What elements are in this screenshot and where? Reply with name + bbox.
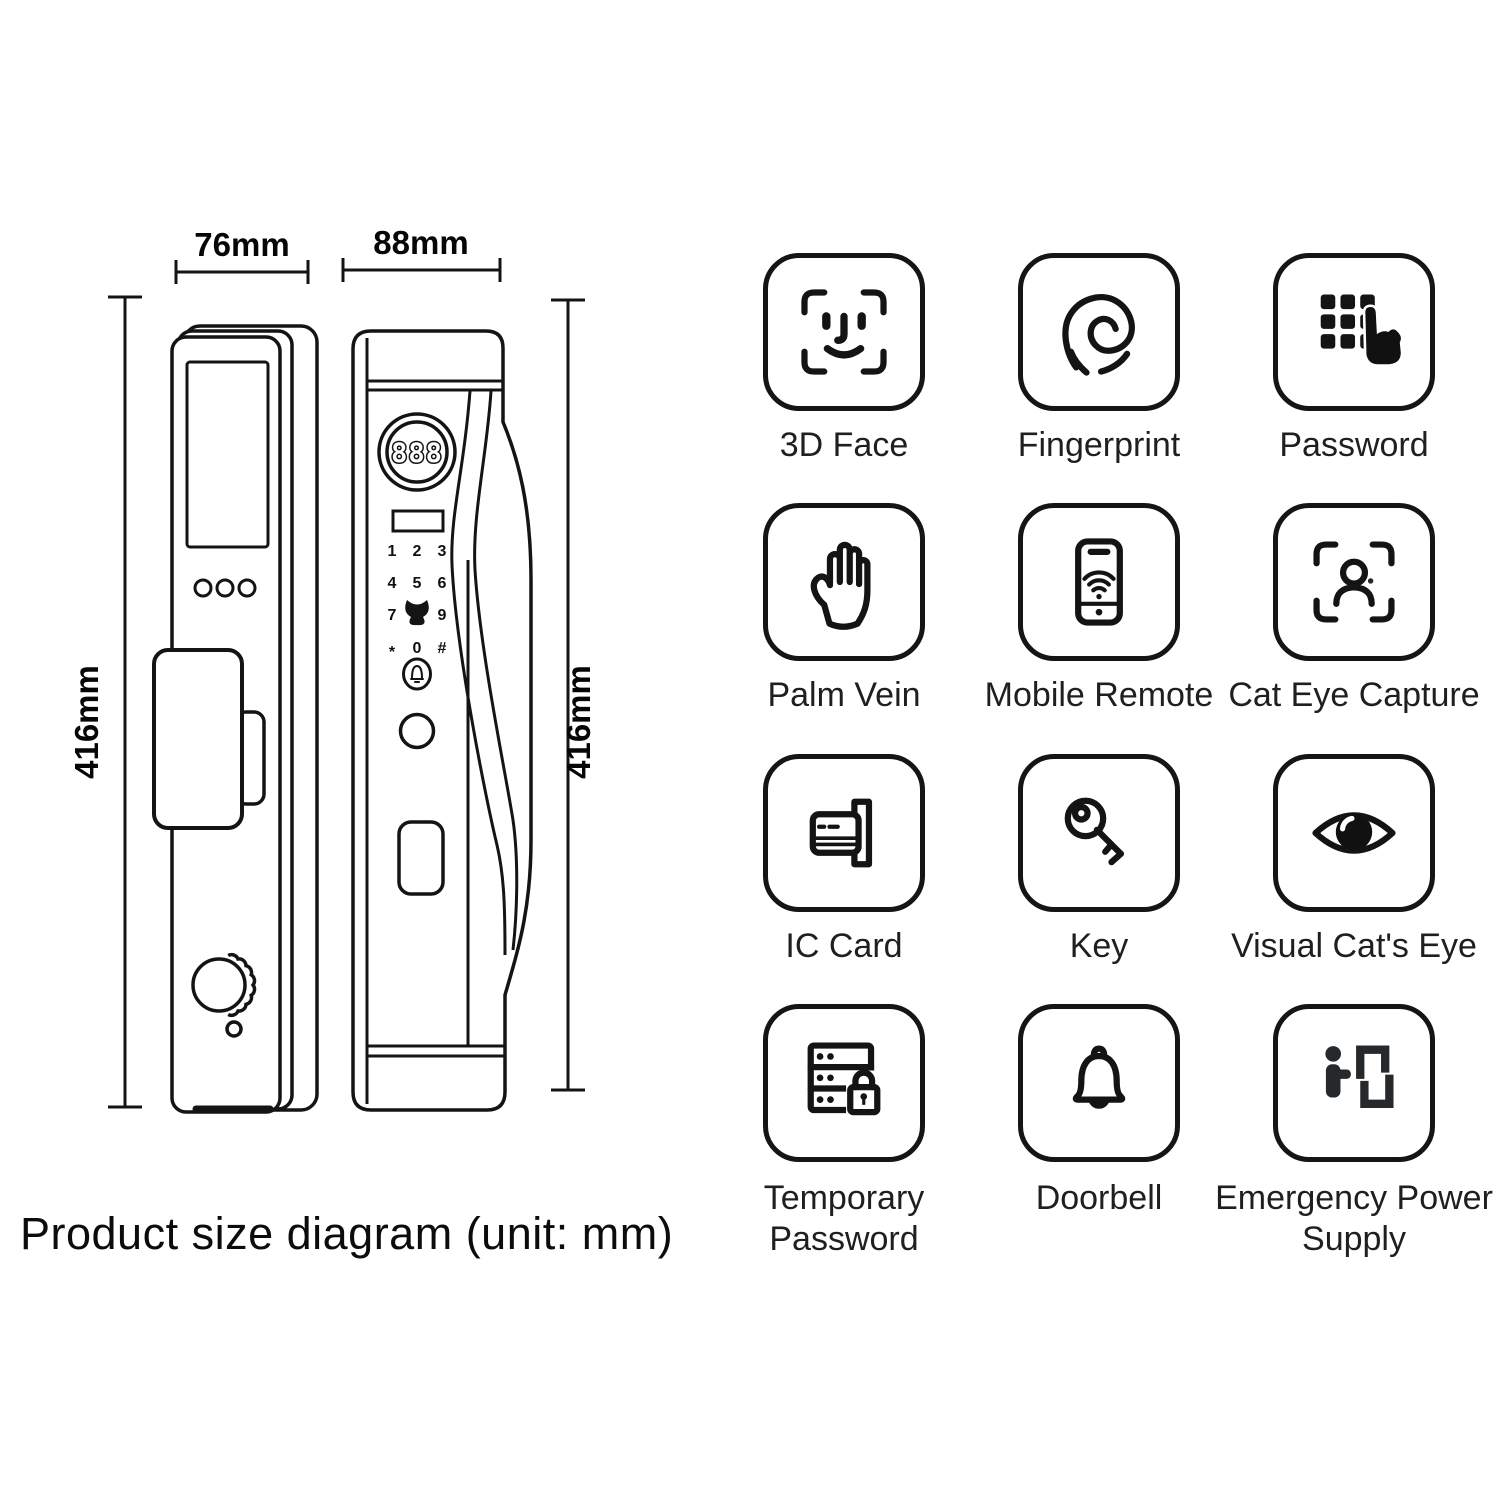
feature-tile-temporary-password [763,1004,925,1162]
server-lock-icon [807,1042,882,1117]
feature-tile-mobile-remote [1018,503,1180,661]
dimension-lines [108,258,585,1109]
feature-tile-visual-cats-eye [1273,754,1435,912]
feature-label-palm-vein: Palm Vein [767,676,921,714]
feature-tile-emergency-power [1273,1004,1435,1162]
feature-label-fingerprint: Fingerprint [1017,426,1181,464]
side-height-dimension: 416mm [560,665,597,779]
palm-icon [810,541,871,630]
phone-wifi-icon [1075,538,1123,626]
feature-tile-doorbell [1018,1004,1180,1162]
feature-label-ic-card: IC Card [785,927,903,965]
key-star: * [389,644,396,661]
fingerprint-icon [1062,294,1135,376]
thumbturn-knob [191,957,247,1013]
feature-label-cat-eye-capture: Cat Eye Capture [1228,676,1480,714]
lock-screen [185,360,270,549]
front-height-dimension: 416mm [68,665,105,779]
feature-label-password: Password [1279,426,1429,464]
doorbell-button [402,657,432,691]
person-power-icon [1325,1045,1394,1108]
keypad-hand-icon [1320,294,1404,367]
feature-tile-cat-eye-capture [1273,503,1435,661]
feature-label-emergency-power: Emergency Power Supply [1215,1179,1493,1258]
feature-label-doorbell: Doorbell [1035,1179,1163,1217]
key-5: 5 [413,575,422,592]
lock-side-view [351,329,533,1112]
feature-tile-palm-vein [763,503,925,661]
feature-tile-ic-card [763,754,925,912]
key-icon [1064,797,1124,866]
door-handle [450,390,519,1046]
feature-label-3d-face: 3D Face [779,426,909,464]
key-1: 1 [388,543,397,560]
lock-keypad: 1 2 3 4 5 6 7 9 * 0 # [388,543,447,661]
lock-front-view [152,324,319,1114]
key-4: 4 [388,575,397,592]
feature-tile-fingerprint [1018,253,1180,411]
lock-display-digits: 888 [391,438,443,469]
face-id-icon [801,289,887,375]
feature-label-mobile-remote: Mobile Remote [984,676,1214,714]
eye-icon [1312,812,1396,854]
feature-label-key: Key [1069,927,1129,965]
ic-card-icon [809,798,873,868]
diagram-caption: Product size diagram (unit: mm) [20,1208,674,1259]
battery-cover [152,648,244,830]
fingerprint-sensor [405,600,429,626]
key-7: 7 [388,607,397,624]
bell-icon [1072,1045,1126,1109]
feature-tile-key [1018,754,1180,912]
key-3: 3 [438,543,447,560]
front-width-dimension: 76mm [194,226,289,263]
feature-tile-password [1273,253,1435,411]
size-diagram: 76mm 88mm 416mm 416mm [68,224,597,1114]
feature-tile-3d-face [763,253,925,411]
card-reader-pad [397,820,445,896]
key-hash: # [438,640,447,657]
key-9: 9 [438,607,447,624]
key-6: 6 [438,575,447,592]
feature-label-temporary-password: Temporary Password [763,1179,925,1258]
person-capture-icon [1313,541,1395,623]
key-0: 0 [413,640,422,657]
keyhole [398,712,436,750]
key-2: 2 [413,543,422,560]
feature-label-visual-cats-eye: Visual Cat's Eye [1231,927,1477,965]
side-width-dimension: 88mm [373,224,468,261]
